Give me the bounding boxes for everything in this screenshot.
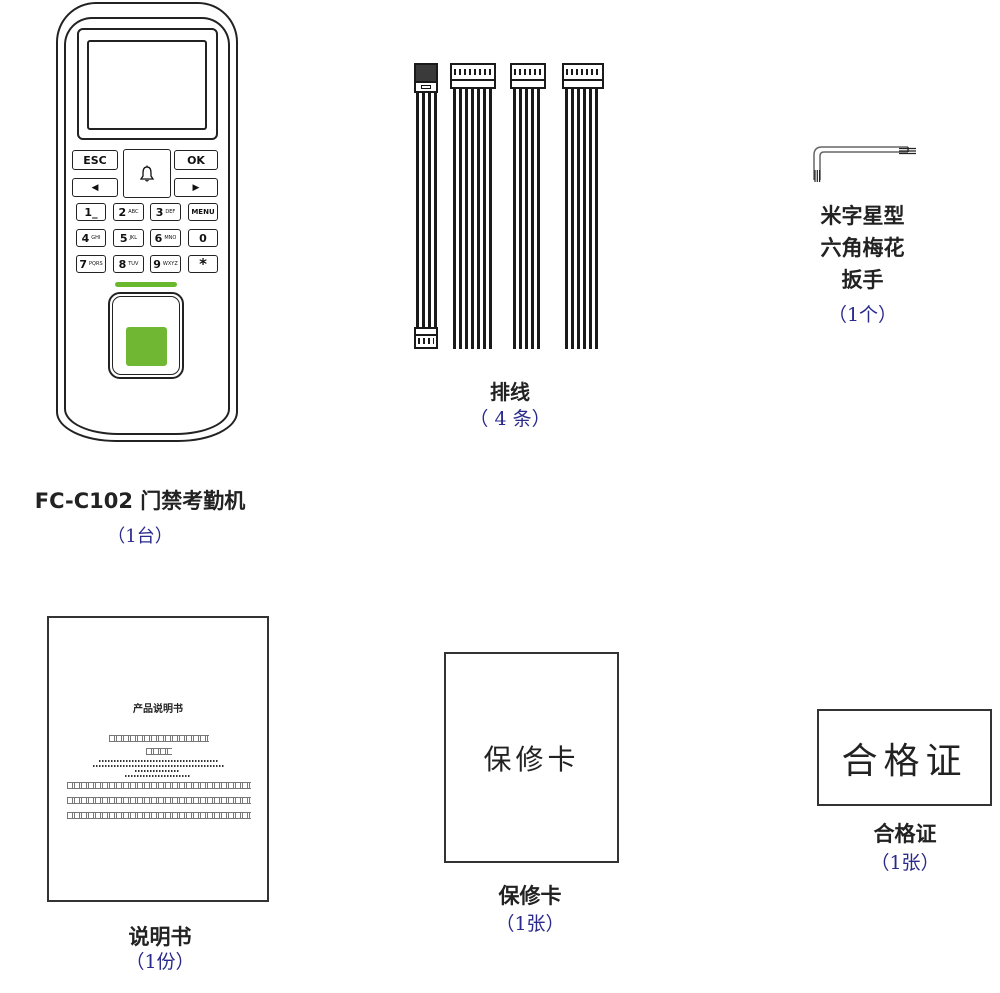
device-outer-shell <box>56 2 238 442</box>
wrench-qty-label: （1个） <box>827 304 898 326</box>
key-esc: ESC <box>72 150 118 170</box>
key-letters: WXYZ <box>162 261 178 267</box>
cable-3 <box>510 55 546 350</box>
key-digit: 4 <box>81 231 90 245</box>
key-right: ▶ <box>174 178 218 197</box>
key-letters: ABC <box>128 209 139 215</box>
key-doorbell <box>123 149 171 198</box>
key-digit: 5 <box>119 231 128 245</box>
key-letters: PQRS <box>89 261 103 267</box>
manual-placeholder-text <box>67 782 251 789</box>
status-led-bar <box>115 282 177 287</box>
cable-1 <box>414 55 440 350</box>
certificate-card-text: 合格证 <box>841 740 968 782</box>
cable-4-connector <box>562 63 604 89</box>
cable-4 <box>562 55 604 350</box>
cable-1-top-plug <box>414 63 438 83</box>
device-screen <box>87 40 207 130</box>
fingerprint-frame-outer <box>108 292 184 379</box>
warranty-card-text: 保修卡 <box>483 742 580 776</box>
manual-placeholder-text <box>109 735 209 742</box>
key-letters: JKL <box>129 235 138 241</box>
device-name-label: FC-C102 门禁考勤机 <box>34 489 246 513</box>
fingerprint-sensor <box>126 327 167 366</box>
manual-placeholder-text <box>67 812 251 819</box>
cable-1-plug-latch <box>414 81 438 93</box>
manual-placeholder-text <box>146 748 172 755</box>
device-inner-shell <box>64 17 230 435</box>
cable-3-connector <box>510 63 546 89</box>
key-star: * <box>188 255 218 273</box>
fingerprint-frame-inner <box>112 296 180 375</box>
certificate-name-label: 合格证 <box>873 822 937 846</box>
key-letters: MNO <box>164 235 177 241</box>
manual-name-label: 说明书 <box>128 925 192 949</box>
key-digit: 3 <box>155 205 164 219</box>
key-left: ◀ <box>72 178 118 197</box>
key-digit: 8 <box>118 257 127 271</box>
key-digit: 2 <box>118 205 127 219</box>
key-digit: 6 <box>154 231 163 245</box>
key-digit: 9 <box>153 257 161 271</box>
manual-dotted-line <box>99 760 219 762</box>
manual-cover-title: 产品说明书 <box>133 704 183 715</box>
key-menu: MENU <box>188 203 218 221</box>
device-qty-label: （1台） <box>107 526 173 547</box>
key-letters: TUV <box>128 261 139 267</box>
cable-2 <box>450 55 498 350</box>
manual-placeholder-text <box>67 797 251 804</box>
bell-icon <box>139 165 155 182</box>
screen-bezel <box>77 28 218 140</box>
warranty-name-label: 保修卡 <box>498 884 562 908</box>
key-letters: DEF <box>165 209 176 215</box>
key-1: 1_ <box>76 203 106 221</box>
manual-dotted-line <box>135 770 179 772</box>
torx-wrench-icon <box>813 146 916 182</box>
warranty-card-illustration: 保修卡 <box>444 652 619 863</box>
cables-name-label: 排线 <box>490 380 530 404</box>
cables-qty-label: （ 4 条） <box>469 408 551 430</box>
key-letters: GHI <box>91 235 101 241</box>
key-0: 0 <box>188 229 218 247</box>
certificate-card-illustration: 合格证 <box>817 709 992 806</box>
wrench-name-line1: 米字星型 <box>820 204 905 228</box>
key-ok: OK <box>174 150 218 170</box>
wrench-name-line3: 扳手 <box>841 268 884 292</box>
cable-2-connector <box>450 63 496 89</box>
warranty-qty-label: （1张） <box>495 913 565 935</box>
manual-dotted-line <box>93 765 225 767</box>
ribbon-cables-illustration <box>405 55 615 355</box>
key-digit: 7 <box>79 257 88 271</box>
certificate-qty-label: （1张） <box>870 852 940 874</box>
manual-qty-label: （1份） <box>125 951 195 973</box>
manual-dotted-line <box>125 775 191 777</box>
key-digit: 1_ <box>84 205 98 219</box>
cable-1-bottom-connector <box>414 327 438 349</box>
wrench-name-line2: 六角梅花 <box>820 236 905 260</box>
manual-illustration: 产品说明书 <box>47 616 269 902</box>
